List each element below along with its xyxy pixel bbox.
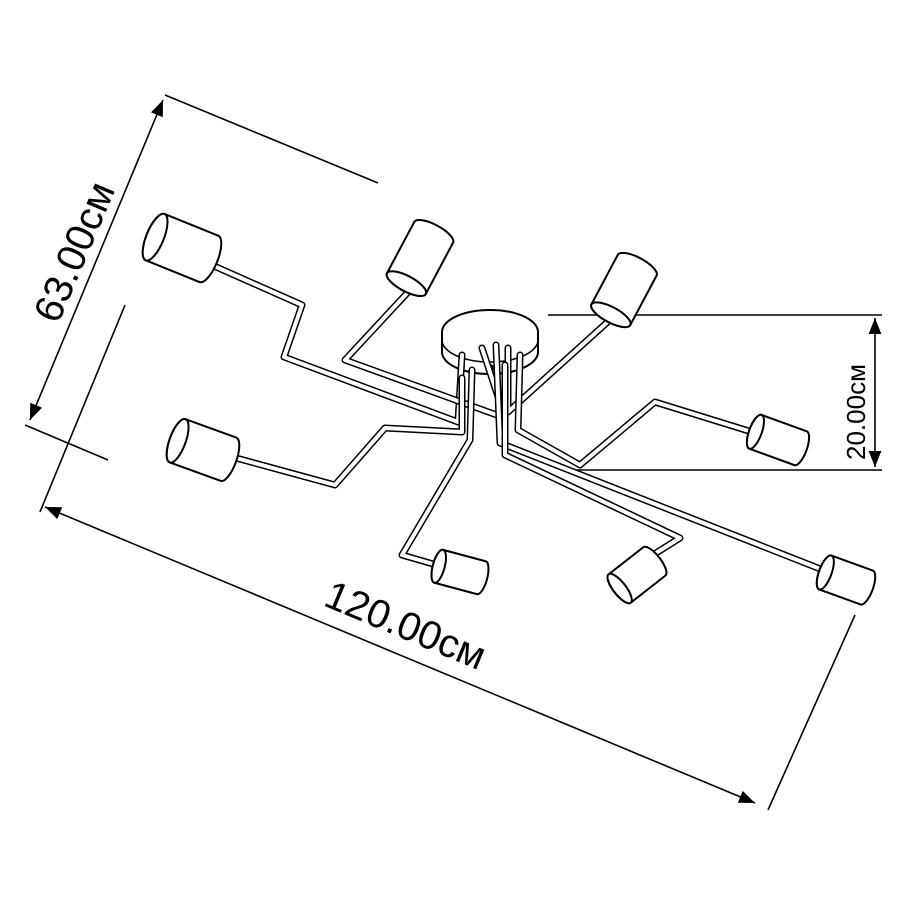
lamp-socket [165,417,241,482]
extension-line [164,94,379,184]
height-dimension: 20.00см [548,314,882,471]
dimension-line [29,99,164,421]
dimension-line [44,506,756,804]
lamp-arm [501,361,684,562]
lamp-socket [141,212,223,284]
extension-line [24,424,109,461]
lamp-arm [492,341,832,576]
depth-label: 63.00см [26,175,124,328]
lamp-arm [341,286,509,422]
lamp-socket [430,548,490,596]
lamp-arm [398,366,476,570]
extension-line [767,614,856,811]
lamp-socket [606,545,668,605]
lamp-arm [221,374,466,489]
lamp-socket [590,251,658,329]
extension-line [39,304,126,513]
lamp-socket [385,219,455,297]
lamp-arm [514,351,756,469]
lamp-arms [201,258,832,576]
lamp-socket [745,413,811,467]
height-label: 20.00см [841,364,871,460]
lamp-socket [815,554,877,606]
lamp-holders [141,212,877,606]
